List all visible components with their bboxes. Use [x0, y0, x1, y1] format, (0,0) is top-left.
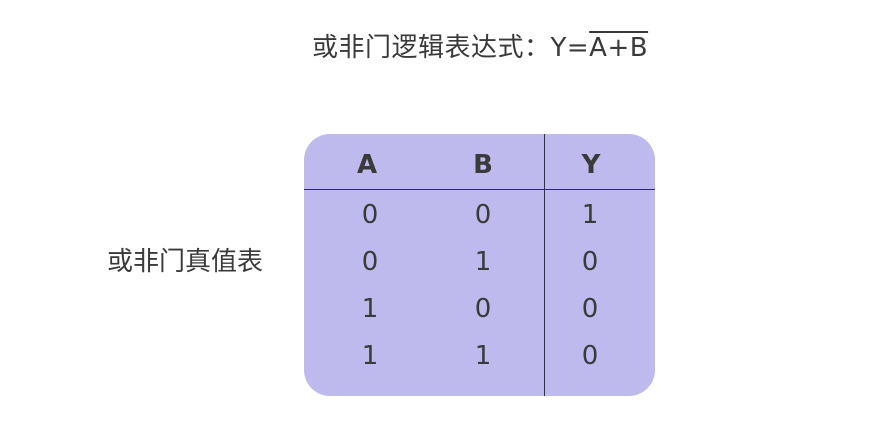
- cell-r3-a: 1: [361, 341, 379, 371]
- expression-negated-term: A+B: [589, 33, 649, 63]
- output-column-divider: [544, 134, 545, 396]
- cell-r0-a: 0: [361, 200, 379, 230]
- cell-r1-b: 1: [474, 247, 492, 277]
- truth-table-label: 或非门真值表: [107, 247, 264, 277]
- expression-title: 或非门逻辑表达式：Y=A+B: [312, 30, 648, 66]
- cell-r1-y: 0: [581, 247, 599, 277]
- truth-table: A B Y 0 0 1 0 1 0 1 0 0 1 1 0: [304, 134, 655, 396]
- cell-r0-y: 1: [581, 200, 599, 230]
- cell-r0-b: 0: [474, 200, 492, 230]
- header-a: A: [356, 150, 378, 180]
- header-divider: [304, 189, 655, 190]
- cell-r3-b: 1: [474, 341, 492, 371]
- header-b: B: [473, 150, 493, 180]
- cell-r3-y: 0: [581, 341, 599, 371]
- cell-r2-y: 0: [581, 294, 599, 324]
- cell-r2-a: 1: [361, 294, 379, 324]
- header-y: Y: [581, 150, 601, 180]
- cell-r2-b: 0: [474, 294, 492, 324]
- cell-r1-a: 0: [361, 247, 379, 277]
- expression-prefix: 或非门逻辑表达式：Y=: [312, 33, 590, 63]
